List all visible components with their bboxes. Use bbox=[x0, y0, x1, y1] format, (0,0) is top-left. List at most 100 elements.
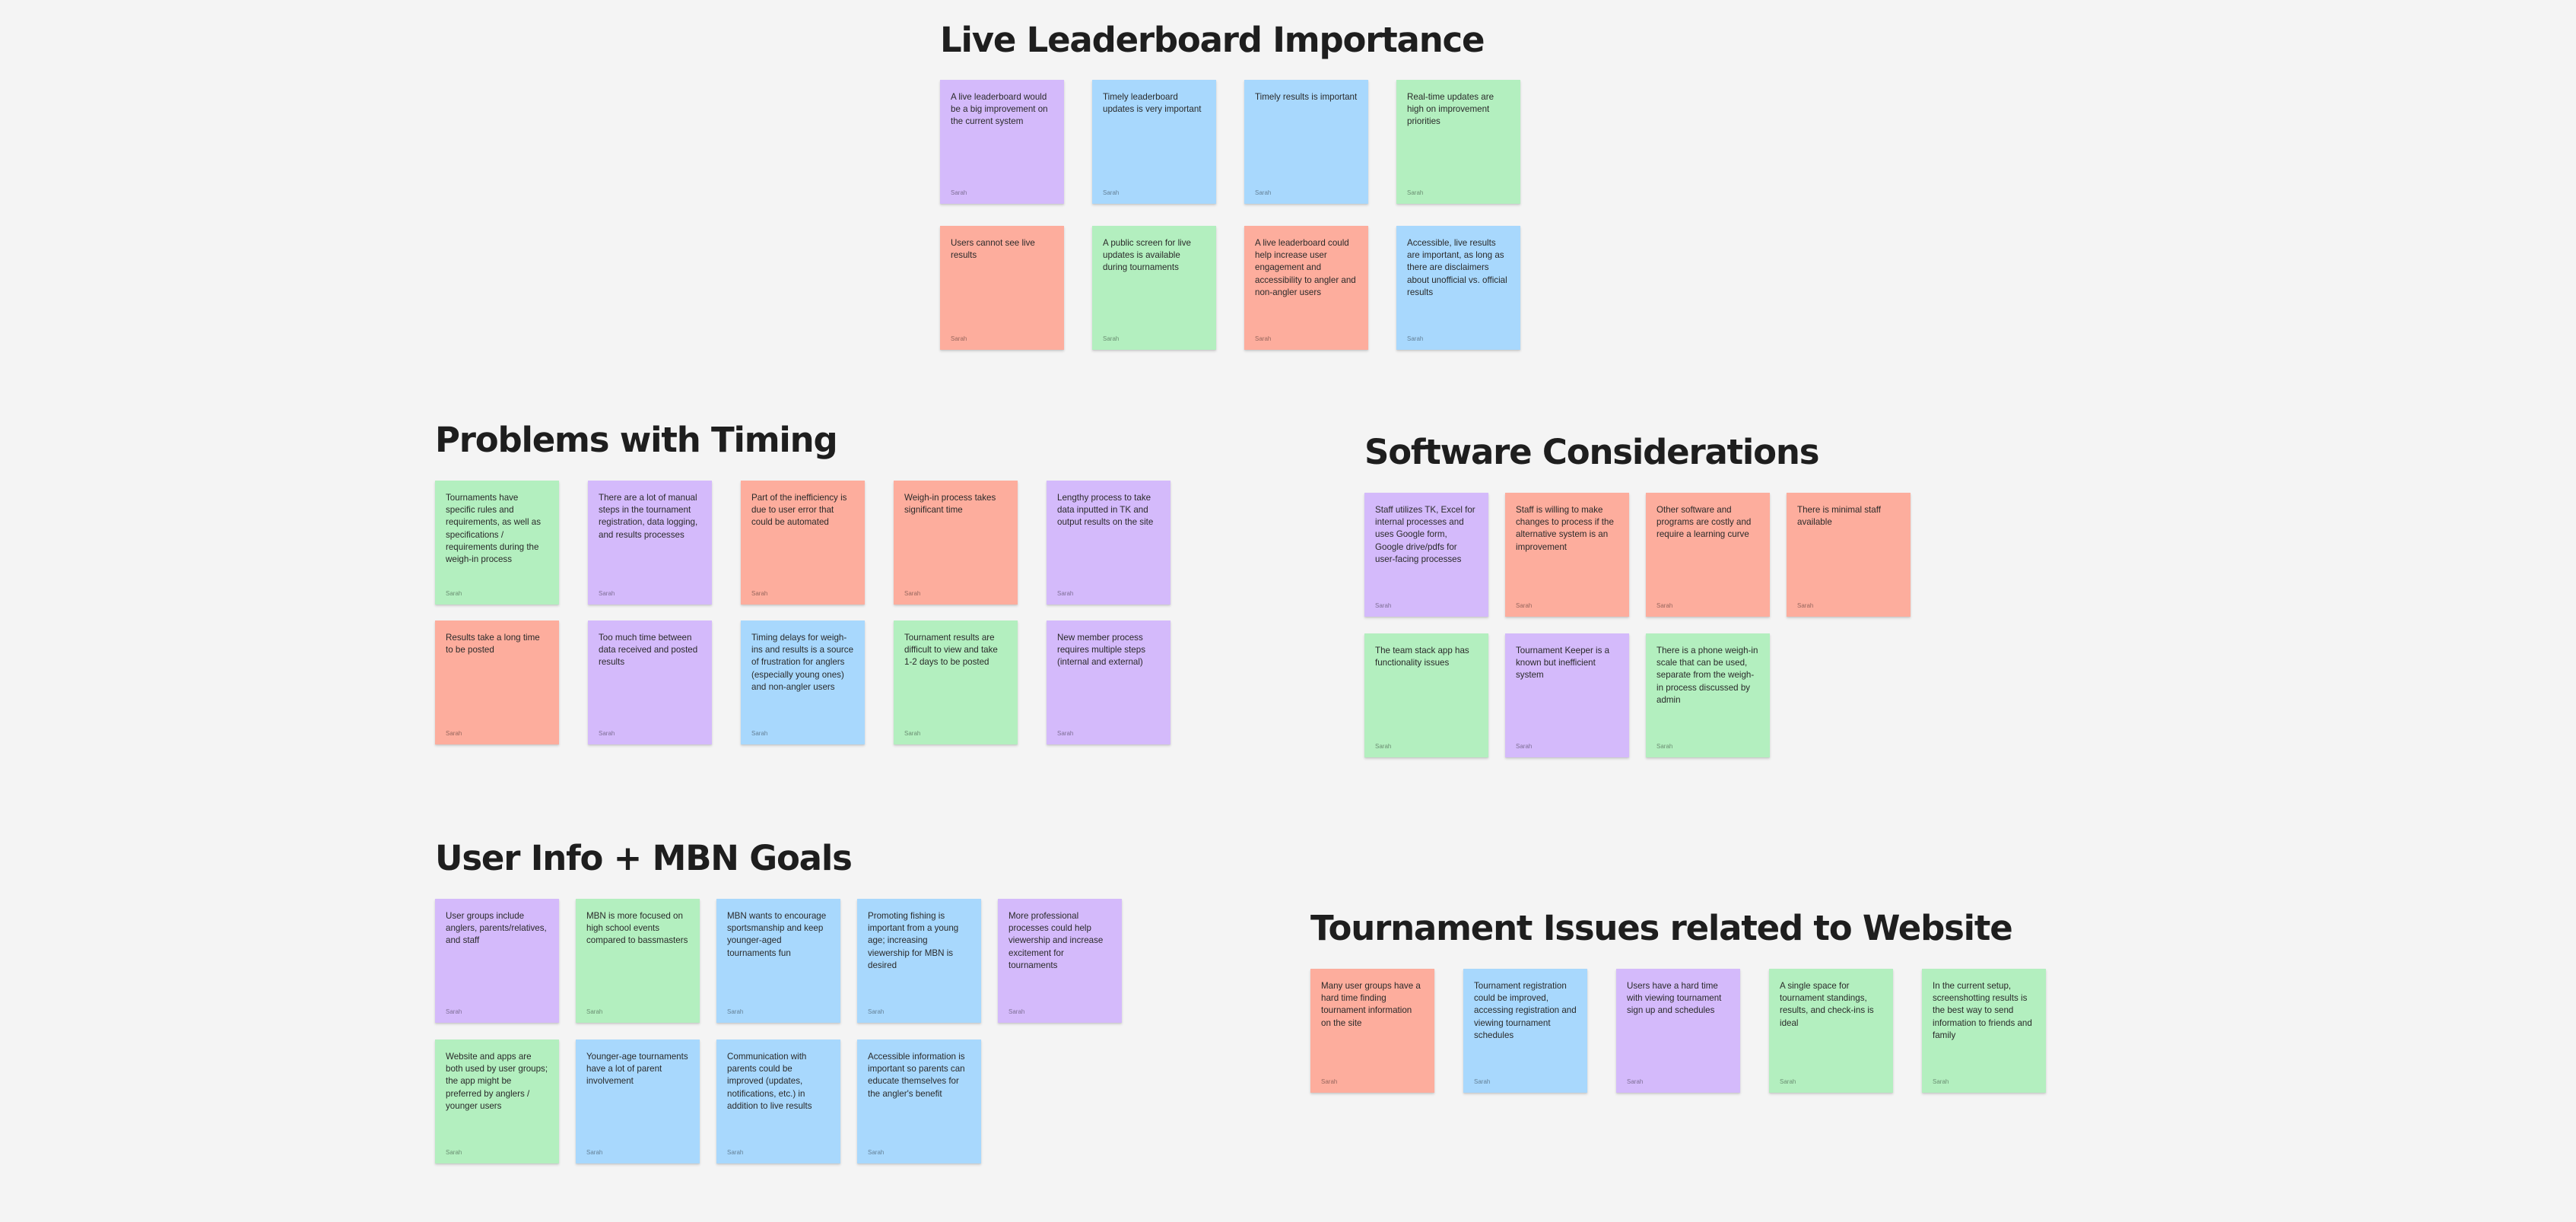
sticky-note[interactable]: A live leaderboard could help increase u… bbox=[1244, 226, 1368, 350]
sticky-note[interactable]: Users have a hard time with viewing tour… bbox=[1616, 969, 1740, 1093]
sticky-note[interactable]: Staff utilizes TK, Excel for internal pr… bbox=[1364, 493, 1488, 617]
sticky-notes-grid: Tournaments have specific rules and requ… bbox=[435, 481, 1170, 744]
sticky-note[interactable]: Website and apps are both used by user g… bbox=[435, 1039, 559, 1163]
sticky-note[interactable]: There is a phone weigh-in scale that can… bbox=[1646, 633, 1770, 757]
sticky-note[interactable]: Staff is willing to make changes to proc… bbox=[1505, 493, 1629, 617]
sticky-note-author: Sarah bbox=[1656, 743, 1673, 750]
sticky-note-text: In the current setup, screenshotting res… bbox=[1933, 981, 2032, 1040]
sticky-note-author: Sarah bbox=[1797, 602, 1814, 609]
sticky-note-text: The team stack app has functionality iss… bbox=[1375, 646, 1469, 668]
section-title[interactable]: Tournament Issues related to Website bbox=[1310, 908, 2013, 948]
sticky-note-author: Sarah bbox=[1008, 1008, 1025, 1015]
sticky-note-author: Sarah bbox=[727, 1008, 744, 1015]
section-title[interactable]: Software Considerations bbox=[1364, 432, 1819, 472]
sticky-note-author: Sarah bbox=[586, 1149, 603, 1156]
sticky-note-author: Sarah bbox=[1516, 743, 1533, 750]
sticky-note-text: MBN wants to encourage sportsmanship and… bbox=[727, 911, 827, 958]
sticky-note[interactable]: Communication with parents could be impr… bbox=[716, 1039, 840, 1163]
sticky-note[interactable]: User groups include anglers, parents/rel… bbox=[435, 899, 559, 1023]
sticky-note-text: Staff is willing to make changes to proc… bbox=[1516, 505, 1614, 552]
sticky-note-author: Sarah bbox=[1933, 1078, 1949, 1085]
sticky-note-author: Sarah bbox=[951, 189, 967, 196]
sticky-note-author: Sarah bbox=[1057, 730, 1074, 737]
sticky-note-author: Sarah bbox=[1627, 1078, 1644, 1085]
sticky-note-text: Tournament Keeper is a known but ineffic… bbox=[1516, 646, 1610, 681]
sticky-note[interactable]: Real-time updates are high on improvemen… bbox=[1396, 80, 1520, 204]
sticky-note[interactable]: A single space for tournament standings,… bbox=[1769, 969, 1893, 1093]
sticky-note-text: Timing delays for weigh-ins and results … bbox=[751, 633, 854, 692]
sticky-notes-grid: User groups include anglers, parents/rel… bbox=[435, 899, 1122, 1163]
sticky-note-author: Sarah bbox=[446, 730, 462, 737]
sticky-note[interactable]: Promoting fishing is important from a yo… bbox=[857, 899, 981, 1023]
sticky-note-text: Lengthy process to take data inputted in… bbox=[1057, 493, 1154, 528]
sticky-note[interactable]: Tournament Keeper is a known but ineffic… bbox=[1505, 633, 1629, 757]
sticky-note[interactable]: In the current setup, screenshotting res… bbox=[1922, 969, 2046, 1093]
sticky-note[interactable]: Timing delays for weigh-ins and results … bbox=[741, 621, 865, 744]
sticky-note[interactable]: Timely leaderboard updates is very impor… bbox=[1092, 80, 1216, 204]
sticky-notes-grid: A live leaderboard would be a big improv… bbox=[940, 80, 1520, 350]
sticky-note-text: Weigh-in process takes significant time bbox=[904, 493, 996, 516]
sticky-note-author: Sarah bbox=[1780, 1078, 1796, 1085]
sticky-note-text: A live leaderboard would be a big improv… bbox=[951, 92, 1048, 127]
sticky-note[interactable]: A live leaderboard would be a big improv… bbox=[940, 80, 1064, 204]
sticky-note-text: Tournament registration could be improve… bbox=[1474, 981, 1577, 1040]
sticky-note-text: Users have a hard time with viewing tour… bbox=[1627, 981, 1722, 1016]
section-title[interactable]: User Info + MBN Goals bbox=[435, 838, 853, 878]
section-problems-with-timing: Problems with Timing Tournaments have sp… bbox=[435, 423, 1170, 744]
sticky-note[interactable]: Lengthy process to take data inputted in… bbox=[1047, 481, 1170, 605]
sticky-note-text: Results take a long time to be posted bbox=[446, 633, 540, 655]
sticky-note-author: Sarah bbox=[904, 590, 921, 597]
sticky-note-text: Communication with parents could be impr… bbox=[727, 1052, 812, 1111]
sticky-note-author: Sarah bbox=[1407, 335, 1424, 342]
sticky-note[interactable]: MBN wants to encourage sportsmanship and… bbox=[716, 899, 840, 1023]
sticky-note[interactable]: Too much time between data received and … bbox=[588, 621, 712, 744]
section-live-leaderboard-importance: Live Leaderboard Importance A live leade… bbox=[940, 23, 1520, 350]
sticky-note[interactable]: Tournament results are difficult to view… bbox=[894, 621, 1018, 744]
sticky-note[interactable]: Other software and programs are costly a… bbox=[1646, 493, 1770, 617]
sticky-note[interactable]: There are a lot of manual steps in the t… bbox=[588, 481, 712, 605]
sticky-note-author: Sarah bbox=[1321, 1078, 1338, 1085]
sticky-note-text: Accessible, live results are important, … bbox=[1407, 238, 1507, 297]
sticky-note[interactable]: A public screen for live updates is avai… bbox=[1092, 226, 1216, 350]
section-title[interactable]: Problems with Timing bbox=[435, 420, 838, 460]
section-title[interactable]: Live Leaderboard Importance bbox=[940, 20, 1485, 60]
sticky-note[interactable]: More professional processes could help v… bbox=[998, 899, 1122, 1023]
sticky-note-author: Sarah bbox=[599, 590, 615, 597]
sticky-note-author: Sarah bbox=[586, 1008, 603, 1015]
sticky-note-text: MBN is more focused on high school event… bbox=[586, 911, 688, 946]
sticky-note-author: Sarah bbox=[599, 730, 615, 737]
section-tournament-issues-website: Tournament Issues related to Website Man… bbox=[1310, 911, 2046, 1093]
sticky-note-author: Sarah bbox=[1656, 602, 1673, 609]
sticky-note[interactable]: Part of the inefficiency is due to user … bbox=[741, 481, 865, 605]
sticky-note-author: Sarah bbox=[446, 590, 462, 597]
sticky-note[interactable]: New member process requires multiple ste… bbox=[1047, 621, 1170, 744]
sticky-note-text: Timely leaderboard updates is very impor… bbox=[1103, 92, 1202, 115]
sticky-note-author: Sarah bbox=[868, 1008, 885, 1015]
sticky-note[interactable]: Tournament registration could be improve… bbox=[1463, 969, 1587, 1093]
sticky-note-text: A single space for tournament standings,… bbox=[1780, 981, 1874, 1028]
sticky-note-author: Sarah bbox=[1407, 189, 1424, 196]
sticky-note[interactable]: The team stack app has functionality iss… bbox=[1364, 633, 1488, 757]
sticky-note-text: A live leaderboard could help increase u… bbox=[1255, 238, 1356, 297]
sticky-note[interactable]: Accessible information is important so p… bbox=[857, 1039, 981, 1163]
sticky-note-text: Accessible information is important so p… bbox=[868, 1052, 965, 1099]
sticky-note-author: Sarah bbox=[1103, 189, 1120, 196]
sticky-note-author: Sarah bbox=[1375, 602, 1392, 609]
sticky-note-text: A public screen for live updates is avai… bbox=[1103, 238, 1191, 273]
sticky-note[interactable]: Tournaments have specific rules and requ… bbox=[435, 481, 559, 605]
sticky-note-author: Sarah bbox=[1516, 602, 1533, 609]
sticky-note[interactable]: Many user groups have a hard time findin… bbox=[1310, 969, 1434, 1093]
sticky-note[interactable]: Accessible, live results are important, … bbox=[1396, 226, 1520, 350]
sticky-note-author: Sarah bbox=[751, 590, 768, 597]
sticky-note[interactable]: Younger-age tournaments have a lot of pa… bbox=[576, 1039, 700, 1163]
sticky-note-text: Younger-age tournaments have a lot of pa… bbox=[586, 1052, 688, 1087]
sticky-note-text: Part of the inefficiency is due to user … bbox=[751, 493, 847, 528]
sticky-note-text: Many user groups have a hard time findin… bbox=[1321, 981, 1421, 1028]
sticky-note[interactable]: MBN is more focused on high school event… bbox=[576, 899, 700, 1023]
